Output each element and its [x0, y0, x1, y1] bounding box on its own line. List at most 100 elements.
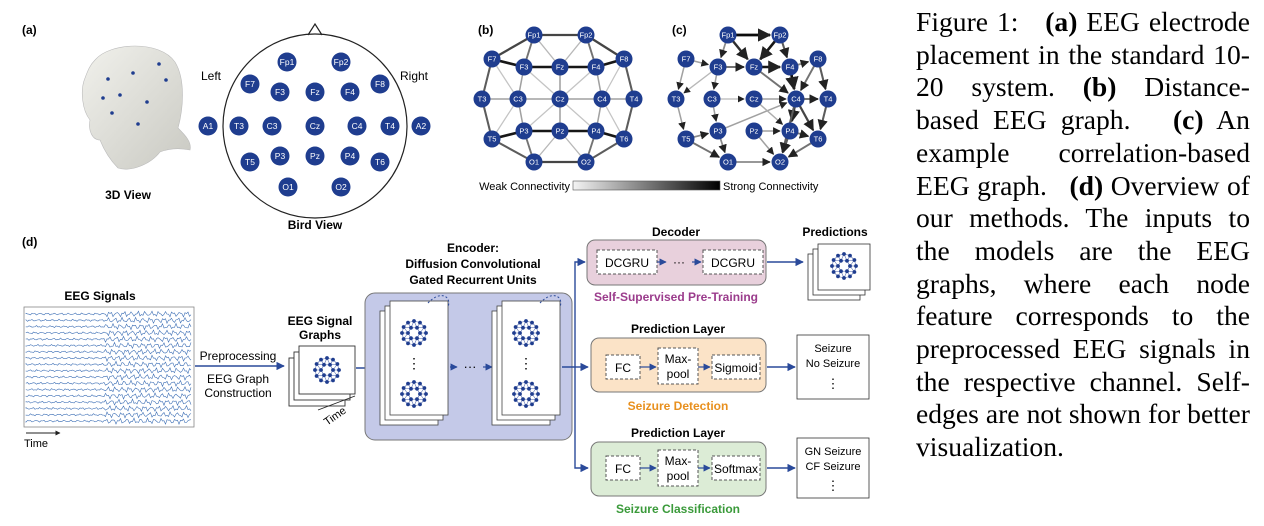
mini-node [530, 381, 534, 386]
maxpool-label-cls-1: Max- [665, 454, 692, 468]
electrode-label: F8 [620, 55, 629, 64]
mini-node [534, 398, 539, 402]
electrode-label: T4 [824, 95, 833, 104]
electrode-label: C4 [597, 95, 607, 104]
mini-node [513, 337, 518, 341]
electrode-f3: F3 [515, 58, 533, 76]
eeg-trace [25, 329, 192, 337]
maxpool-label-det-2: pool [667, 367, 690, 381]
mini-node [319, 368, 323, 372]
pretraining-label: Self-Supervised Pre-Training [594, 290, 758, 304]
electrode-label: Fp2 [580, 31, 593, 40]
electrode-label: O2 [581, 158, 591, 167]
mini-node [534, 337, 539, 341]
electrode-label: P3 [519, 127, 528, 136]
figure-caption: Figure 1: (a) EEG electrode placement in… [916, 6, 1250, 464]
left-label: Left [201, 69, 222, 83]
electrode-o1: O1 [719, 153, 737, 171]
encoder-cell-1-dots: ⋮ [407, 355, 421, 371]
electrode-f7: F7 [677, 50, 695, 68]
mini-node [527, 325, 531, 330]
right-label: Right [400, 69, 429, 83]
mini-node [412, 380, 416, 384]
electrode-label: F4 [786, 63, 795, 72]
mini-node [406, 392, 410, 396]
weak-connectivity-label: Weak Connectivity [479, 181, 570, 193]
eeg-trace [25, 360, 192, 369]
mini-node [415, 325, 419, 330]
mini-node [314, 362, 319, 366]
electrode-t4: T4 [625, 90, 643, 108]
caption-d-text: Overview of our methods. The inputs to t… [916, 169, 1250, 463]
electrode-label: T5 [488, 135, 497, 144]
decoder-title: Decoder [652, 225, 700, 239]
mini-node [524, 319, 528, 323]
electrode-c3: C3 [262, 116, 282, 136]
mini-node [325, 380, 329, 384]
mini-node [406, 402, 410, 407]
eeg-trace [25, 385, 192, 394]
strong-connectivity-label: Strong Connectivity [723, 181, 819, 193]
mini-node [839, 258, 843, 263]
electrode-cz: Cz [551, 90, 569, 108]
electrode-label: Cz [310, 121, 320, 131]
eeg-trace [25, 310, 192, 318]
mini-node [839, 269, 843, 274]
electrode-c3: C3 [509, 90, 527, 108]
eeg-trace [25, 404, 192, 413]
encoder-title-1: Encoder: [447, 241, 499, 255]
mini-node [524, 404, 528, 408]
electrode-label: T5 [682, 135, 691, 144]
mini-node [422, 386, 427, 390]
electrode-cz: Cz [305, 116, 325, 136]
mini-node [418, 392, 422, 396]
electrode-label: T3 [478, 95, 487, 104]
electrode-c4: C4 [593, 90, 611, 108]
classification-output-2: CF Seizure [805, 461, 860, 473]
electrode-f3: F3 [270, 82, 290, 102]
electrode-label: F7 [245, 79, 255, 89]
electrode-label: Pz [750, 127, 759, 136]
mini-node [518, 402, 522, 407]
electrode-label: T3 [672, 95, 681, 104]
connectivity-colorbar [572, 180, 721, 191]
mini-node [852, 270, 857, 274]
electrode-label: C4 [791, 95, 801, 104]
mini-node [524, 380, 528, 384]
mini-node [518, 341, 522, 346]
dcgru-label-1: DCGRU [605, 256, 649, 270]
mini-node [845, 258, 849, 263]
maxpool-block-det [657, 347, 699, 385]
electrode-label: Cz [749, 95, 758, 104]
electrode-fp1: Fp1 [277, 52, 297, 72]
mini-node [409, 336, 413, 341]
mini-node [313, 368, 317, 372]
electrode-label: F4 [345, 87, 355, 97]
caption-fig: Figure 1: [916, 6, 1019, 37]
mini-node [415, 386, 419, 391]
mini-node [401, 398, 406, 402]
predictions-stack [807, 243, 871, 301]
electrode-c4: C4 [347, 116, 367, 136]
electrode-p4: P4 [340, 146, 360, 166]
electrode-t5: T5 [483, 130, 501, 148]
fc-label-cls: FC [615, 462, 631, 476]
mini-node [314, 374, 319, 378]
mini-node [513, 386, 518, 390]
classification-output-1: GN Seizure [805, 446, 862, 458]
graph-construction-label-1: EEG Graph [207, 372, 269, 386]
mini-node [401, 386, 406, 390]
mini-node [530, 402, 534, 407]
electrode-label: T5 [245, 157, 255, 167]
time-label: Time [24, 438, 48, 450]
mini-node [852, 258, 857, 262]
electrode-label: T4 [385, 121, 395, 131]
mini-node [527, 386, 531, 391]
mini-node [422, 325, 427, 329]
stack-time-axis [317, 395, 356, 411]
mini-node [328, 373, 332, 378]
caption-b-text: Distance-based EEG graph. [916, 71, 1250, 136]
mini-node [518, 331, 522, 335]
electrode-fp1: Fp1 [719, 26, 737, 44]
mini-node [530, 341, 534, 346]
